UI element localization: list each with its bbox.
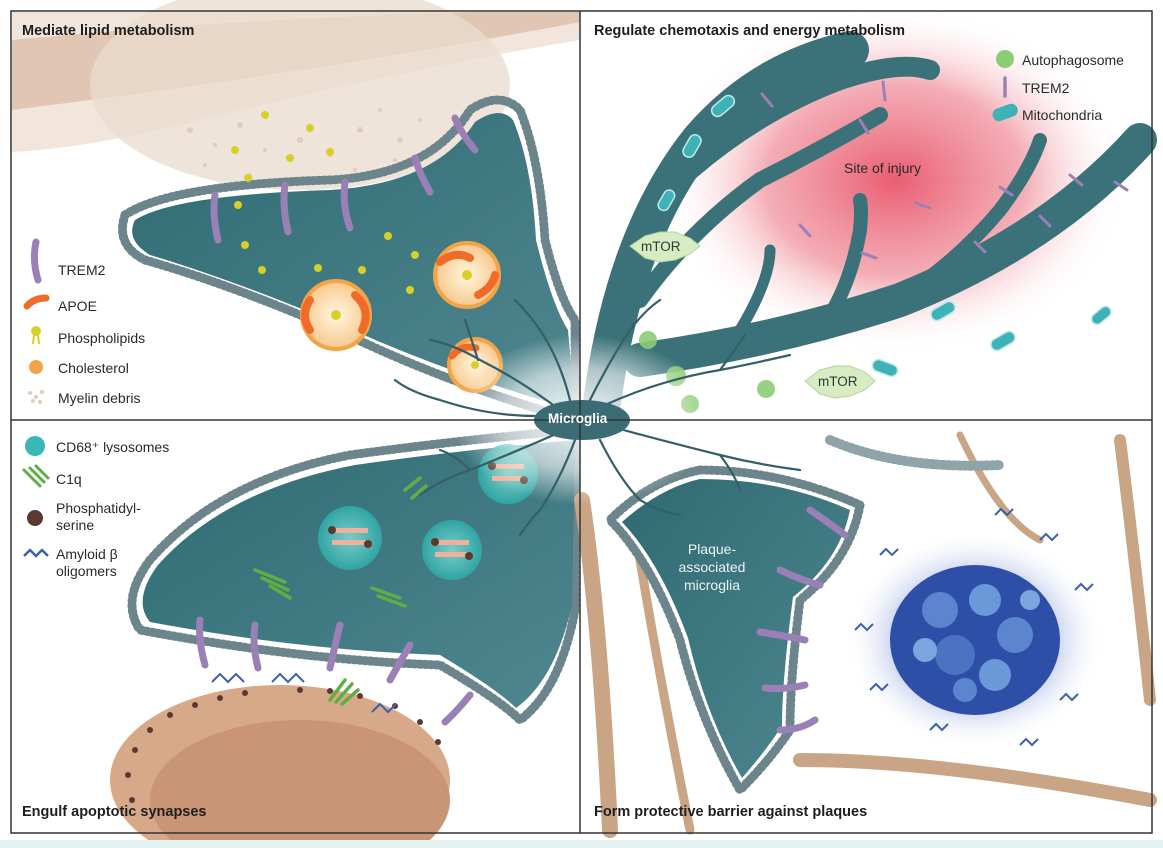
legend-c1q: C1q: [56, 471, 82, 487]
legend-mitochondria: Mitochondria: [1022, 107, 1103, 123]
mtor-label: mTOR: [641, 239, 681, 254]
c1q-cluster: [253, 476, 428, 706]
trem2-receptors-bottomright: [756, 506, 849, 734]
quadrant-plaque-barrier: [574, 431, 1157, 838]
title-engulf-synapses: Engulf apoptotic synapses: [22, 804, 207, 820]
title-chemotaxis: Regulate chemotaxis and energy metabolis…: [594, 23, 906, 39]
legend-cholesterol: Cholesterol: [58, 360, 129, 376]
plaque-label-line3: microglia: [683, 577, 740, 593]
amyloid-plaque: [890, 565, 1060, 715]
mtor-label-2: mTOR: [818, 374, 858, 389]
legend-trem2-right: TREM2: [1022, 80, 1070, 96]
quadrant-engulf-synapses: [22, 425, 580, 848]
bottom-strip: [0, 840, 1163, 848]
cholesterol-icon: [29, 360, 43, 374]
plaque-label-line1: Plaque-: [687, 541, 737, 557]
legend-lysosomes: CD68⁺ lysosomes: [56, 439, 170, 455]
trem2-icon: [30, 238, 42, 284]
microglia-process-bottomright-membrane: [603, 465, 866, 798]
legend-trem2: TREM2: [58, 262, 106, 278]
cd68-lysosome: [318, 506, 382, 570]
amyloid-icon: [23, 548, 49, 558]
title-plaque-barrier: Form protective barrier against plaques: [594, 804, 868, 820]
amyloid-oligomers-bottomright: [854, 507, 1094, 747]
legend-amyloid: Amyloid β oligomers: [56, 546, 118, 580]
mtor-star: [804, 365, 876, 399]
mitochondria-cluster: [657, 94, 1112, 378]
legend-autophagosome: Autophagosome: [1022, 52, 1124, 68]
plaque-microglia-label: Plaque- associated microglia: [662, 540, 762, 594]
neurites-bottomright: [574, 431, 1157, 838]
lipid-vesicle: [433, 241, 501, 309]
figure-frame: [10, 10, 1153, 834]
legend-myelin-debris: Myelin debris: [58, 390, 141, 406]
lysosome-icon: [25, 436, 45, 456]
trem2-receptors-bottomleft: [196, 616, 474, 726]
phospholipid-icon: [31, 326, 41, 345]
microglia-process-topleft-membrane: [118, 95, 580, 426]
phosphatidylserine-icon: [27, 510, 43, 526]
microglia-process-bottomleft-membrane: [127, 425, 580, 726]
microglia-process-bottomleft: [142, 440, 576, 708]
legend-amyloid-line2: oligomers: [56, 563, 117, 579]
title-lipid-metabolism: Mediate lipid metabolism: [22, 23, 195, 39]
center-label: Microglia: [548, 411, 608, 426]
quadrant-chemotaxis: [581, 5, 1157, 439]
microglia-process-topleft: [132, 112, 575, 410]
amyloid-oligomers-bottomleft: [211, 672, 397, 714]
legend-phosphatidylserine: Phosphatidyl- serine: [56, 500, 141, 534]
mtor-star: [629, 231, 701, 263]
c1q-icon: [22, 464, 50, 488]
autophagosome-icon: [996, 50, 1014, 68]
membrane-strip-top: [825, 435, 1005, 471]
legend-phosphatidylserine-line1: Phosphatidyl-: [56, 500, 141, 516]
phospholipids-scatter: [231, 111, 419, 294]
apoptotic-synapse-inner: [150, 720, 450, 848]
cd68-lysosome: [422, 520, 482, 580]
trem2-receptors-topleft: [210, 114, 479, 244]
myelin-sheath: [90, 0, 510, 190]
mitochondria-icon: [992, 103, 1018, 122]
apoe-icon: [23, 294, 50, 310]
plaque-label-line2: associated: [678, 559, 746, 575]
trem2-receptors-topright: [760, 80, 1129, 260]
lipid-vesicle: [300, 279, 372, 351]
microglia-process-bottomright: [622, 479, 850, 778]
legend-phospholipids: Phospholipids: [58, 330, 146, 346]
legend-apoe: APOE: [58, 298, 97, 314]
injury-site-label: Site of injury: [844, 160, 922, 176]
microglia-processes: [393, 298, 802, 537]
legend-phosphatidylserine-line2: serine: [56, 517, 95, 533]
myelin-debris-icon: [28, 390, 44, 404]
legend-amyloid-line1: Amyloid β: [56, 546, 118, 562]
